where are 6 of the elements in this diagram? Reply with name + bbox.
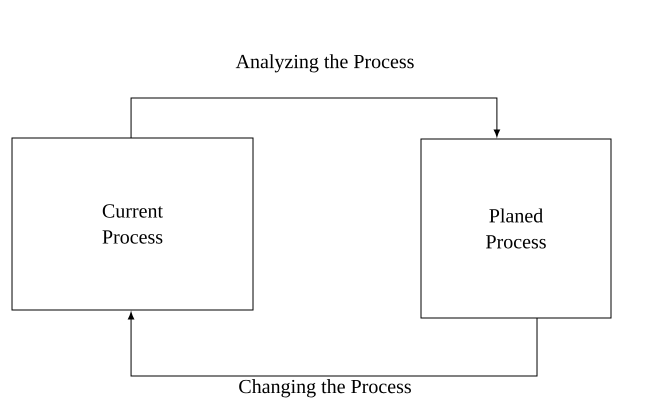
process-box: Planed Process (420, 138, 612, 318)
edge-label: Changing the Process (239, 379, 411, 398)
arrow (128, 312, 538, 376)
arrow (130, 98, 500, 138)
process-box: Current Process (12, 138, 254, 310)
edge-label: Analyzing the Process (236, 54, 414, 72)
